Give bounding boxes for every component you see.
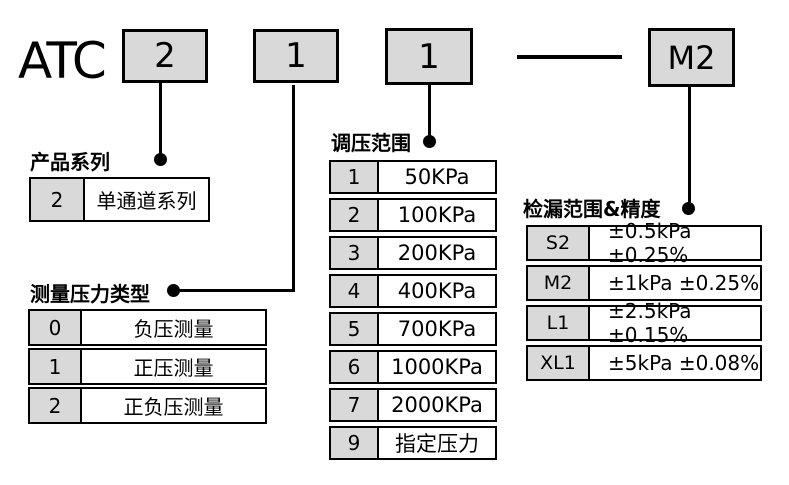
connector-dot-regulate-range <box>423 135 436 148</box>
desc-cell: 正负压测量 <box>123 395 224 419</box>
code-cell: 4 <box>331 276 379 306</box>
model-segment-leak-value: M2 <box>667 38 716 77</box>
code-cell: 2 <box>30 389 82 422</box>
model-segment-series-box: 2 <box>122 29 208 83</box>
table-row: 1 50KPa <box>329 160 497 194</box>
model-segment-leak-box: M2 <box>648 28 735 87</box>
model-segment-range-value: 1 <box>418 36 440 77</box>
table-row: 5 700KPa <box>329 312 497 346</box>
table-row: 2 正负压测量 <box>28 387 267 424</box>
code-cell: 3 <box>331 238 379 268</box>
model-segment-pressure-type-value: 1 <box>285 36 307 76</box>
table-row: 6 1000KPa <box>329 350 497 384</box>
model-prefix: ATC <box>18 32 107 90</box>
table-row: 4 400KPa <box>329 274 497 308</box>
desc-cell: 100KPa <box>397 203 477 227</box>
desc-cell: 50KPa <box>404 165 470 189</box>
desc-cell: 负压测量 <box>133 317 214 341</box>
desc-cell: 400KPa <box>397 279 477 303</box>
table-row: M2 ±1kPa ±0.25% <box>526 265 762 301</box>
product-series-table: 2 单通道系列 <box>29 177 210 222</box>
model-separator-dash <box>517 55 622 59</box>
desc-cell: 700KPa <box>397 317 477 341</box>
table-row: 7 2000KPa <box>329 388 497 422</box>
desc-cell: 1000KPa <box>391 355 483 379</box>
connector-line-product-series <box>159 83 162 154</box>
table-row: 2 100KPa <box>329 198 497 232</box>
code-cell: 1 <box>30 350 82 383</box>
code-cell: 5 <box>331 314 379 344</box>
table-row: 0 负压测量 <box>28 309 267 346</box>
desc-cell: 200KPa <box>397 241 477 265</box>
pressure-type-table: 0 负压测量 1 正压测量 2 正负压测量 <box>28 309 267 426</box>
table-row: 3 200KPa <box>329 236 497 270</box>
code-cell: M2 <box>528 267 590 299</box>
model-segment-pressure-type-box: 1 <box>253 29 339 83</box>
desc-cell: ±2.5kPa ±0.15% <box>608 299 692 347</box>
code-cell: 6 <box>331 352 379 382</box>
code-cell: 7 <box>331 390 379 420</box>
model-segment-range-box: 1 <box>385 28 473 85</box>
model-segment-series-value: 2 <box>154 36 176 76</box>
connector-dot-product-series <box>154 153 167 166</box>
connector-line-regulate-range <box>428 85 431 137</box>
code-cell: 0 <box>30 311 82 344</box>
desc-cell: 单通道系列 <box>96 189 197 213</box>
desc-cell: 正压测量 <box>133 356 214 380</box>
table-row: S2 ±0.5kPa ±0.25% <box>526 219 762 267</box>
code-cell: S2 <box>528 227 590 259</box>
section-label-regulate-range: 调压范围 <box>331 131 411 155</box>
table-row: 2 单通道系列 <box>29 177 210 222</box>
connector-line-leak-range <box>688 87 691 204</box>
code-cell: 2 <box>331 200 379 230</box>
table-row: 9 指定压力 <box>329 426 497 460</box>
connector-dot-pressure-type <box>167 284 180 297</box>
section-label-product-series: 产品系列 <box>30 150 110 174</box>
connector-dot-leak-range <box>682 202 695 215</box>
code-cell: 2 <box>31 179 85 220</box>
code-cell: 9 <box>331 428 379 458</box>
table-row: XL1 ±5kPa ±0.08% <box>526 345 762 381</box>
table-row: L1 ±2.5kPa ±0.15% <box>526 299 762 347</box>
section-label-pressure-type: 测量压力类型 <box>30 282 150 306</box>
desc-cell: 指定压力 <box>395 432 479 456</box>
desc-cell: ±1kPa ±0.25% <box>608 271 760 295</box>
regulate-range-table: 1 50KPa 2 100KPa 3 200KPa 4 400KPa 5 700… <box>329 160 497 464</box>
desc-cell: 2000KPa <box>391 393 483 417</box>
section-label-leak-range: 检漏范围&精度 <box>523 197 661 221</box>
desc-cell: ±5kPa ±0.08% <box>608 351 760 375</box>
code-cell: 1 <box>331 162 379 192</box>
code-cell: L1 <box>528 307 590 339</box>
desc-cell: ±0.5kPa ±0.25% <box>608 219 692 267</box>
connector-line-pressure-type-vertical <box>292 85 295 292</box>
connector-line-pressure-type-horizontal <box>176 289 295 292</box>
code-cell: XL1 <box>528 347 590 379</box>
table-row: 1 正压测量 <box>28 348 267 385</box>
leak-range-table: S2 ±0.5kPa ±0.25% M2 ±1kPa ±0.25% L1 ±2.… <box>526 219 762 385</box>
